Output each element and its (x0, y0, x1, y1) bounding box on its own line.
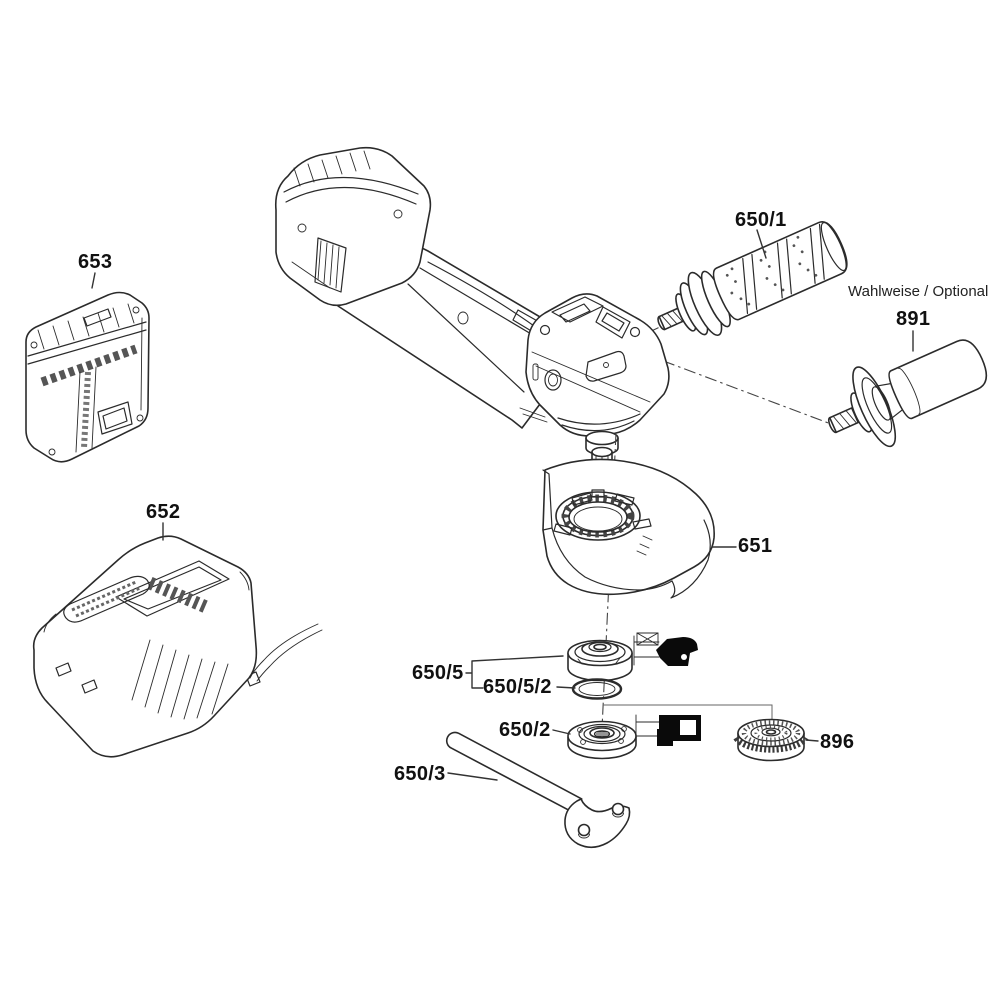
optional-note: Wahlweise / Optional (848, 283, 989, 300)
battery-pack-drawing (25, 291, 150, 463)
angle-grinder-drawing (274, 146, 670, 465)
part-label-battery: 653 (78, 251, 113, 273)
battery-charger-drawing (32, 535, 323, 758)
part-label-quick-nut: 896 (820, 731, 855, 753)
part-label-charger: 652 (146, 501, 181, 523)
part-label-flange: 650/5 (412, 662, 464, 684)
part-label-o-ring: 650/5/2 (483, 676, 552, 698)
anti-vibration-handle-drawing (657, 221, 848, 337)
leader-650-2 (552, 729, 571, 735)
grinder-head-orientation-icon (633, 632, 698, 666)
clamping-flange-drawing (567, 720, 637, 760)
part-label-guard: 651 (738, 535, 773, 557)
leader-650-1 (756, 229, 767, 259)
part-label-vib-handle: 650/1 (735, 209, 787, 231)
mounting-flange-drawing (567, 639, 633, 682)
auxiliary-handle-drawing (827, 339, 988, 448)
leader-650-5-2 (556, 686, 576, 689)
part-label-wrench: 650/3 (394, 763, 446, 785)
quick-nut-connector-line (603, 704, 773, 719)
leader-650-3 (447, 772, 498, 781)
protective-guard-drawing (542, 458, 715, 599)
part-label-aux-handle: 891 (896, 308, 931, 330)
leader-650-5-bracket (465, 655, 564, 689)
clamping-nut-orientation-icon (635, 714, 701, 746)
part-label-clamp-flange: 650/2 (499, 719, 551, 741)
leader-896 (805, 739, 819, 742)
pin-wrench-drawing (445, 731, 631, 849)
leader-653 (91, 272, 96, 289)
quick-clamping-nut-drawing (733, 718, 809, 762)
leader-lines (91, 229, 914, 781)
o-ring-drawing (571, 678, 623, 700)
